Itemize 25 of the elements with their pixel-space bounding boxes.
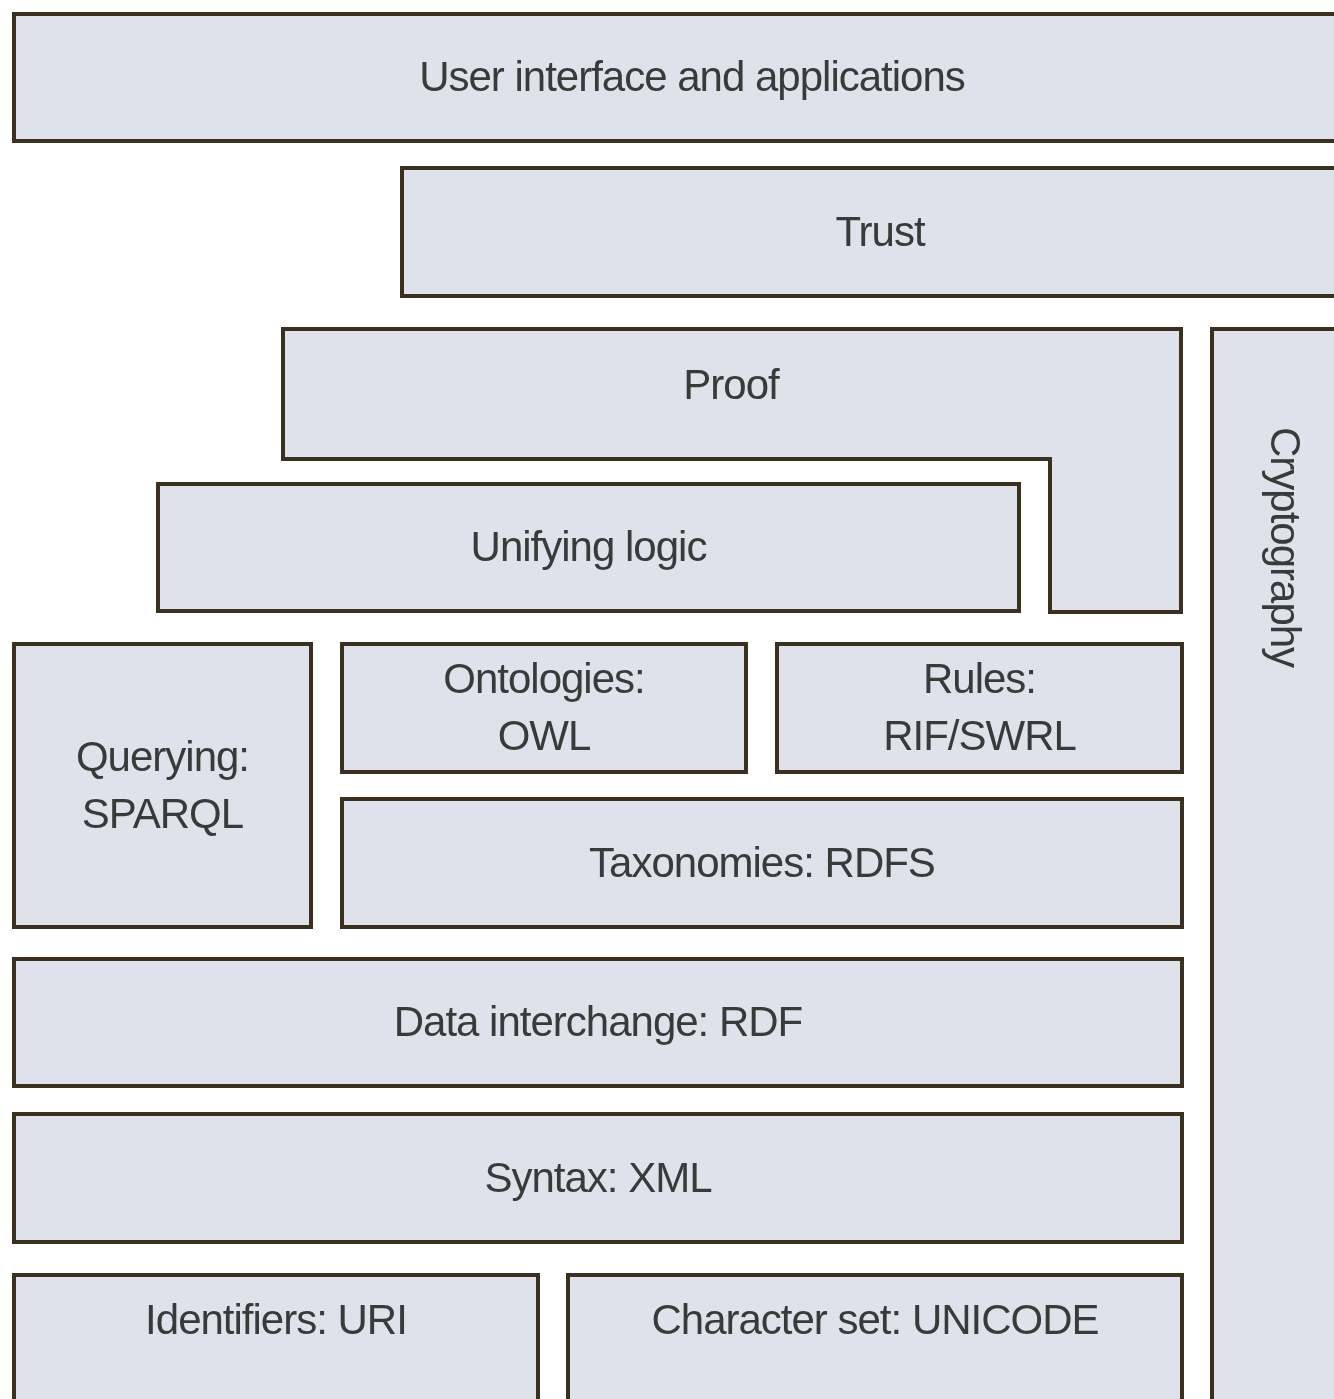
layer-block bbox=[12, 12, 1334, 143]
layer-label: Data interchange: RDF bbox=[393, 997, 803, 1048]
layer-label: Querying: SPARQL bbox=[75, 731, 250, 839]
layer-label: Rules: RIF/SWRL bbox=[883, 654, 1076, 761]
layer-block bbox=[340, 797, 1184, 929]
layer-label: Unifying logic bbox=[470, 522, 707, 573]
layer-label: Cryptography bbox=[1261, 426, 1311, 668]
layer-block bbox=[156, 482, 1021, 613]
layer-block bbox=[12, 642, 313, 929]
layer-label: Syntax: XML bbox=[484, 1152, 712, 1203]
layer-label: Ontologies: OWL bbox=[443, 654, 645, 761]
layer-block bbox=[566, 1273, 1184, 1399]
layer-block bbox=[12, 1112, 1184, 1244]
layer-label: Taxonomies: RDFS bbox=[589, 837, 935, 888]
layer-block bbox=[775, 642, 1184, 774]
layer-label: Identifiers: URI bbox=[145, 1294, 407, 1345]
layer-label: Trust bbox=[835, 206, 925, 257]
layer-block bbox=[340, 642, 748, 774]
layer-block bbox=[1210, 327, 1334, 1399]
layer-label: Character set: UNICODE bbox=[651, 1294, 1099, 1345]
layer-block bbox=[12, 1273, 540, 1399]
layer-label: User interface and applications bbox=[419, 52, 965, 103]
layer-label: Proof bbox=[682, 360, 781, 410]
layer-block bbox=[400, 166, 1334, 298]
layer-block bbox=[12, 957, 1184, 1088]
